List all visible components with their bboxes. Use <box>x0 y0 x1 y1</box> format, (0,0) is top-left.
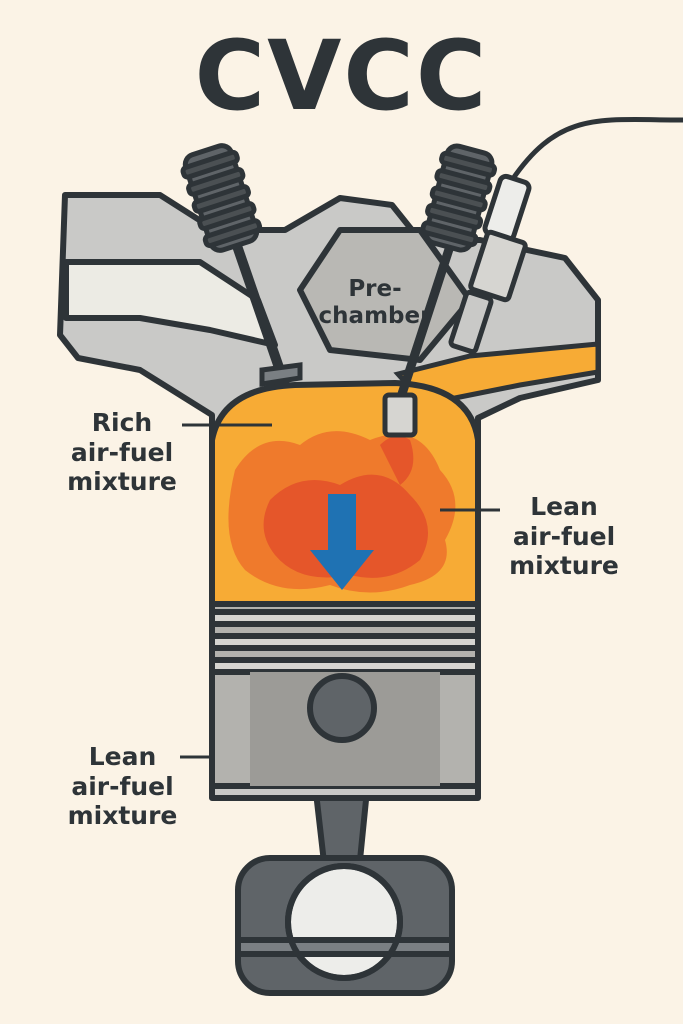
auxiliary-valve-icon <box>382 143 498 438</box>
label-rich-mixture: Rich air-fuel mixture <box>67 408 177 496</box>
intake-valve-icon <box>180 143 303 387</box>
piston-icon <box>209 601 481 789</box>
connecting-rod-icon <box>235 737 455 996</box>
spark-plug-icon <box>448 117 683 355</box>
label-lean-mixture-main: Lean air-fuel mixture <box>509 492 619 580</box>
label-lean-mixture-lower: Lean air-fuel mixture <box>67 742 178 830</box>
down-arrow-icon <box>310 494 374 590</box>
diagram-title: CVCC <box>194 20 489 132</box>
label-prechamber: Pre- chamber <box>318 276 432 330</box>
leader-lines <box>180 423 500 759</box>
